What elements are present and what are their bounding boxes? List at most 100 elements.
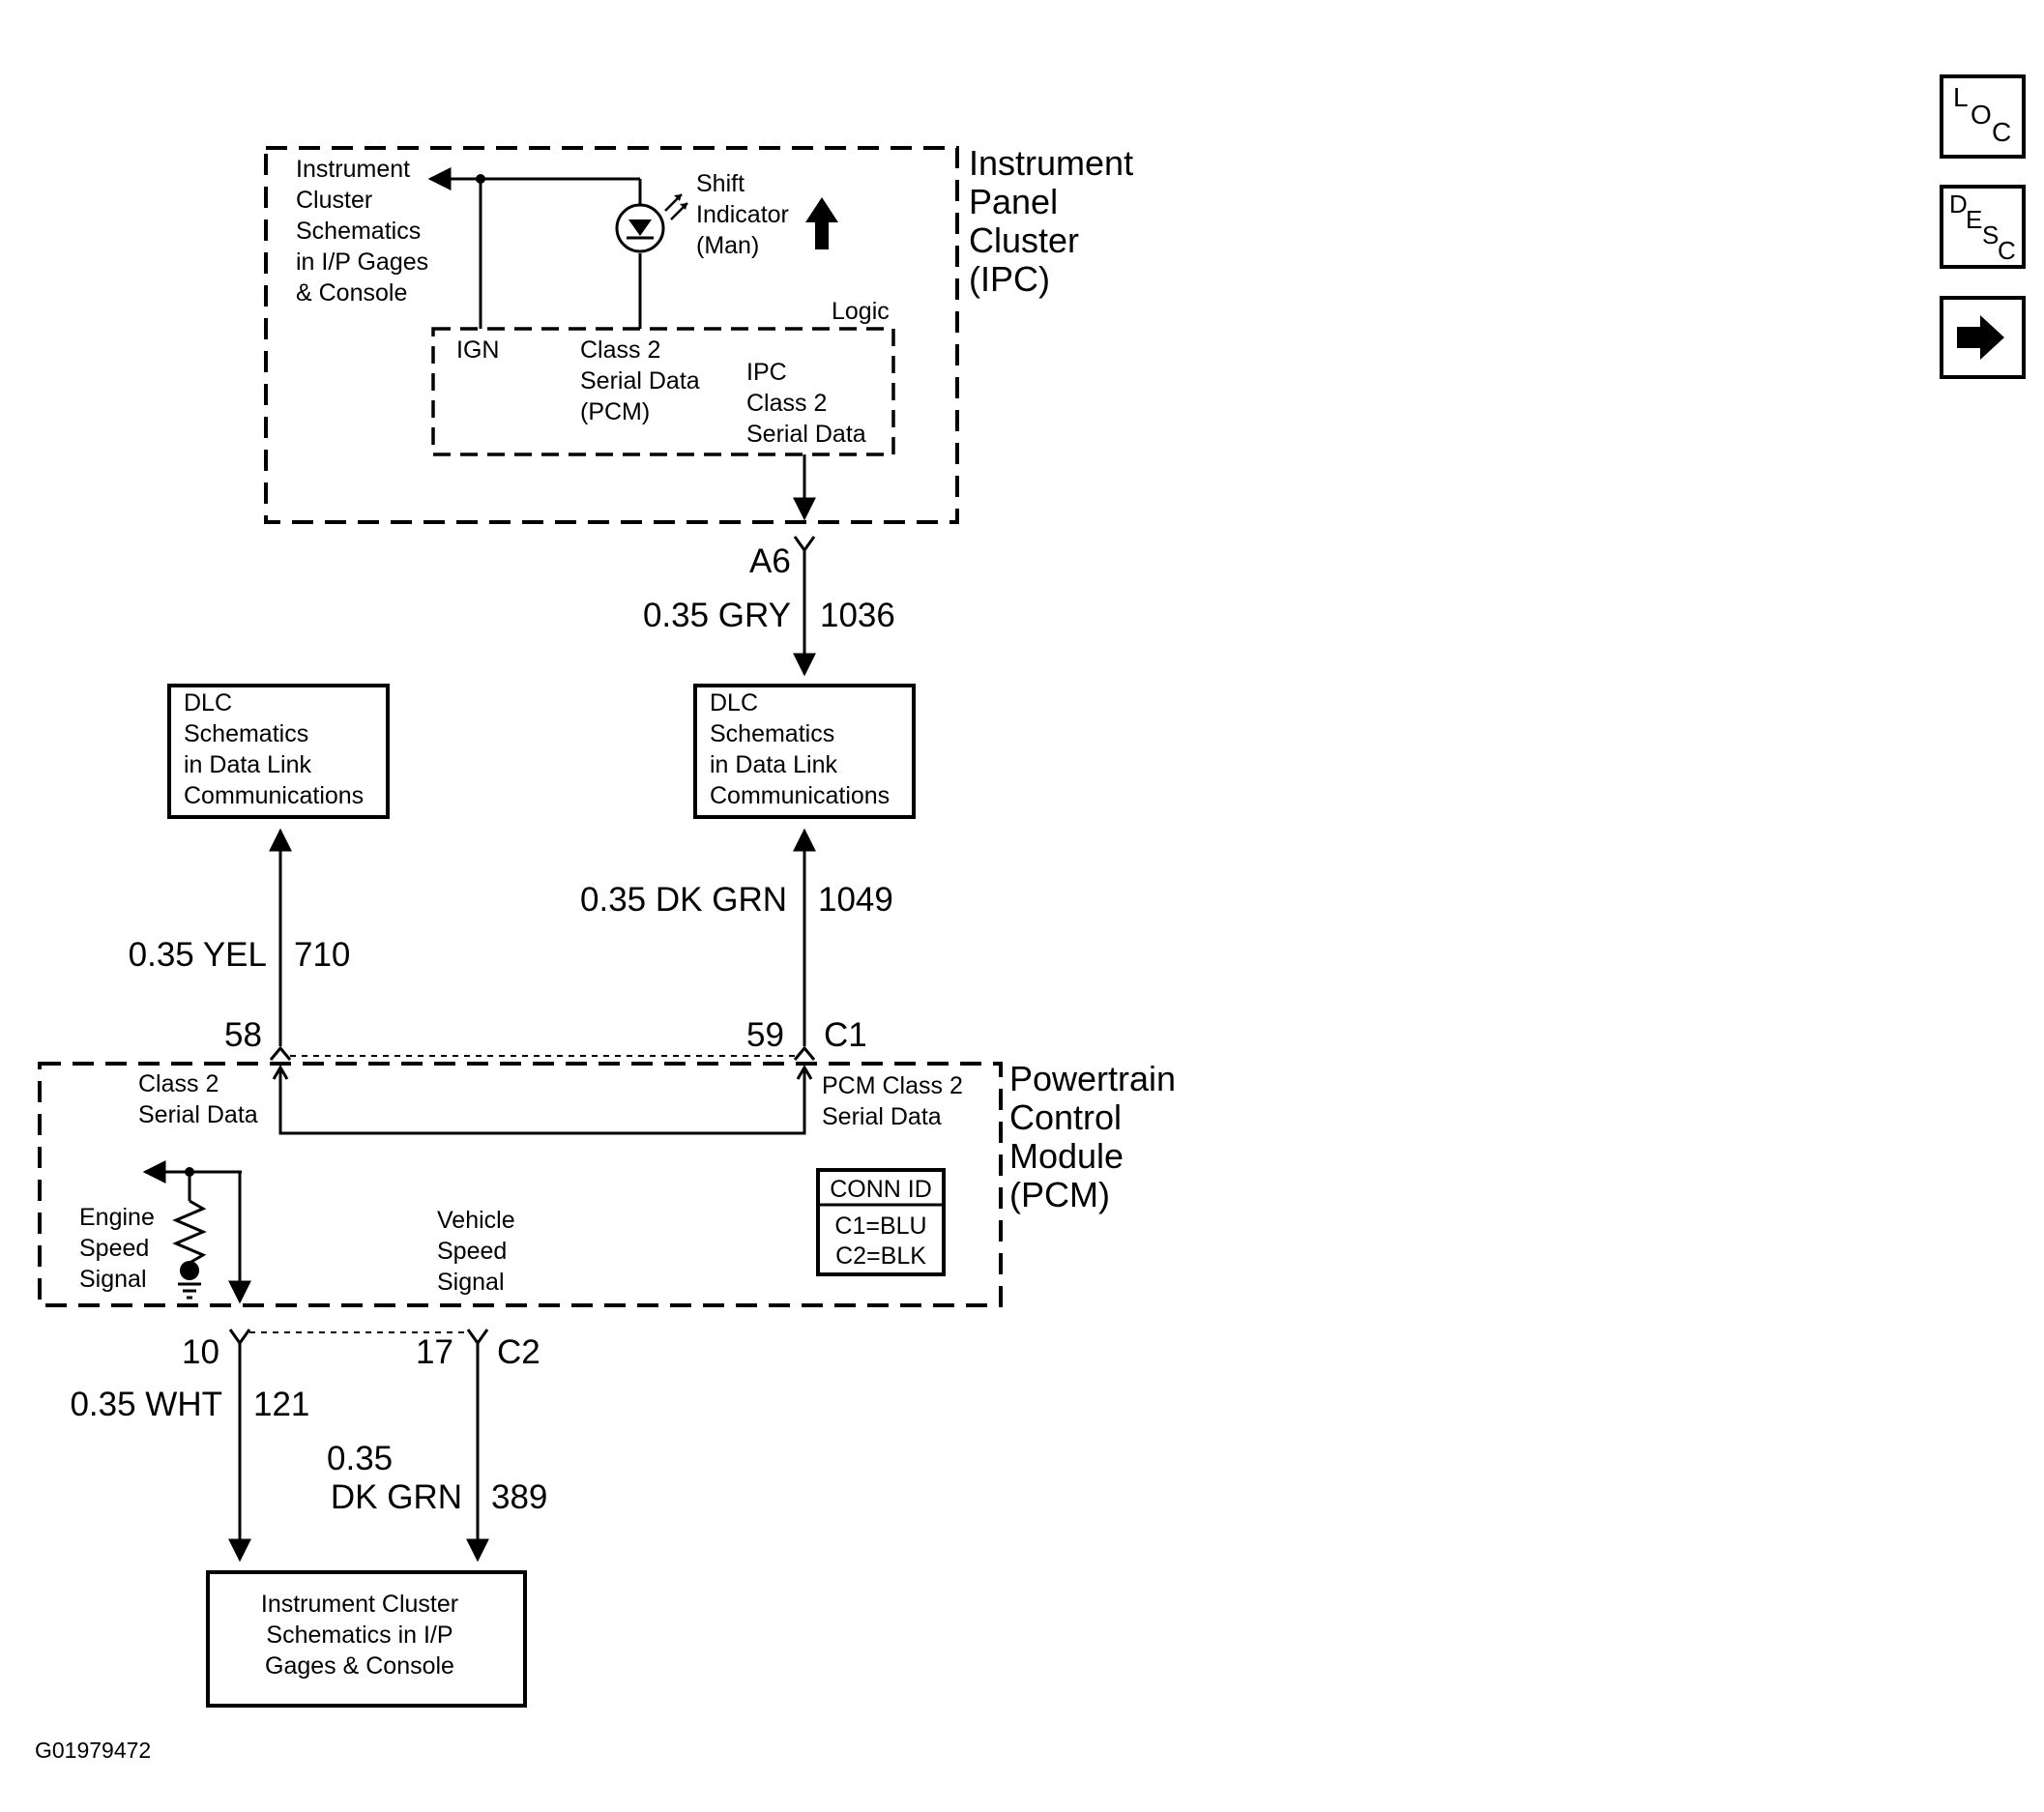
- figure-id: G01979472: [35, 1738, 151, 1763]
- label-line: Engine: [79, 1204, 155, 1231]
- loc-button[interactable]: L O C: [1940, 74, 2026, 159]
- pcm-title-line: (PCM): [1009, 1175, 1110, 1214]
- desc-letter: E: [1966, 205, 1982, 234]
- ipc-class2-label: IPC Class 2 Serial Data: [746, 359, 866, 448]
- pin-58-label: 58: [224, 1016, 262, 1054]
- label-line: DLC: [710, 689, 758, 716]
- connector-c1-pin59-icon: [793, 1045, 816, 1061]
- connector-c2-label: C2: [497, 1333, 540, 1371]
- pin-a6-label: A6: [749, 542, 791, 580]
- dlc-box-right: [693, 684, 916, 819]
- label-line: Indicator: [696, 201, 789, 228]
- label-line: IPC: [746, 359, 787, 386]
- led-icon: [615, 193, 688, 253]
- class2-pcm-label: Class 2 Serial Data (PCM): [580, 336, 700, 425]
- connector-a6-icon: [793, 536, 816, 553]
- conn-id-line: C2=BLK: [835, 1242, 926, 1270]
- label-line: Class 2: [138, 1070, 219, 1097]
- logic-label: Logic: [832, 298, 890, 325]
- ipc-title-line: (IPC): [969, 259, 1050, 299]
- label-line: Instrument Cluster: [261, 1591, 458, 1618]
- wire-389-circuit: 389: [491, 1478, 547, 1516]
- pcm-module-outline: [38, 1062, 1003, 1307]
- desc-letter: C: [1998, 236, 2016, 265]
- label-line: Serial Data: [746, 421, 866, 448]
- pin-59-label: 59: [746, 1016, 784, 1054]
- conn-id-line: C1=BLU: [834, 1213, 926, 1240]
- pcm-class2-label: Class 2 Serial Data: [138, 1070, 258, 1128]
- label-line: Class 2: [746, 390, 827, 417]
- pin-10-label: 10: [182, 1333, 219, 1371]
- wire-389-gauge: 0.35: [327, 1440, 393, 1477]
- label-line: DLC: [184, 689, 232, 716]
- pcm-class2-right-arrow-icon: [796, 1065, 813, 1080]
- wire-1049-circuit: 1049: [818, 881, 893, 919]
- wire-121-circuit: 121: [253, 1386, 309, 1423]
- engine-speed-label: Engine Speed Signal: [79, 1204, 155, 1293]
- label-line: PCM Class 2: [822, 1072, 963, 1099]
- label-line: Schematics: [710, 720, 834, 747]
- label-line: Signal: [79, 1266, 147, 1293]
- instrument-cluster-box-label: Instrument Cluster Schematics in I/P Gag…: [261, 1591, 458, 1680]
- pin-17-label: 17: [416, 1333, 453, 1371]
- desc-letter: D: [1949, 190, 1968, 219]
- desc-button[interactable]: D E S C: [1940, 185, 2026, 269]
- label-line: Gages & Console: [265, 1652, 454, 1680]
- label-line: Signal: [437, 1269, 505, 1296]
- ipc-title-line: Cluster: [969, 220, 1079, 260]
- label-line: (Man): [696, 232, 759, 259]
- pcm-class2-left-arrow-icon: [272, 1065, 289, 1080]
- pcm-title-line: Powertrain: [1009, 1059, 1176, 1098]
- splice-dot: [476, 174, 485, 184]
- label-line: in Data Link: [184, 751, 312, 778]
- connector-c2-pin10-icon: [228, 1329, 251, 1346]
- ipc-title-line: Panel: [969, 182, 1058, 221]
- ipc-title: Instrument Panel Cluster (IPC): [969, 143, 1133, 299]
- loc-letter: O: [1971, 100, 1992, 130]
- label-line: Instrument: [296, 156, 410, 183]
- wire-710-gauge: 0.35 YEL: [129, 936, 267, 974]
- label-line: Class 2: [580, 336, 660, 364]
- wire-1049-gauge: 0.35 DK GRN: [580, 881, 787, 919]
- label-line: Schematics in I/P: [266, 1622, 453, 1649]
- label-line: Schematics: [296, 218, 421, 245]
- label-line: Speed: [437, 1238, 507, 1265]
- conn-id-title: CONN ID: [830, 1176, 932, 1203]
- wire-1036-gauge: 0.35 GRY: [643, 597, 791, 634]
- wire-121-gauge: 0.35 WHT: [70, 1386, 222, 1423]
- label-line: Schematics: [184, 720, 308, 747]
- wire-1036-circuit: 1036: [820, 597, 895, 634]
- ipc-cluster-ref-label: Instrument Cluster Schematics in I/P Gag…: [296, 156, 428, 307]
- next-button[interactable]: [1940, 296, 2026, 379]
- label-line: Communications: [184, 782, 364, 809]
- arrow-right-icon: [1957, 315, 2004, 360]
- pcm-class2-right-label: PCM Class 2 Serial Data: [822, 1072, 963, 1130]
- pcm-title: Powertrain Control Module (PCM): [1009, 1059, 1176, 1214]
- label-line: (PCM): [580, 398, 650, 425]
- label-line: Communications: [710, 782, 890, 809]
- label-line: & Console: [296, 279, 407, 307]
- label-line: Serial Data: [138, 1101, 258, 1128]
- resistor-node: [180, 1261, 199, 1280]
- pcm-title-line: Control: [1009, 1097, 1122, 1137]
- connector-c2-pin17-icon: [466, 1329, 489, 1346]
- shift-indicator-label: Shift Indicator (Man): [696, 170, 789, 259]
- label-line: Speed: [79, 1235, 149, 1262]
- label-line: Serial Data: [822, 1103, 942, 1130]
- ipc-module-outline: [264, 146, 959, 524]
- label-line: in I/P Gages: [296, 248, 428, 276]
- label-line: Cluster: [296, 187, 372, 214]
- vehicle-speed-label: Vehicle Speed Signal: [437, 1207, 515, 1296]
- dlc-box-right-label: DLC Schematics in Data Link Communicatio…: [710, 689, 890, 809]
- dlc-box-left-label: DLC Schematics in Data Link Communicatio…: [184, 689, 364, 809]
- pcm-class2-bus: [278, 1069, 806, 1135]
- loc-letter: C: [1992, 117, 2011, 147]
- label-line: Serial Data: [580, 367, 700, 395]
- label-line: in Data Link: [710, 751, 838, 778]
- label-line: Vehicle: [437, 1207, 515, 1234]
- pcm-title-line: Module: [1009, 1136, 1124, 1176]
- up-arrow-icon: [805, 197, 838, 249]
- ign-label: IGN: [456, 336, 499, 364]
- loc-letter: L: [1953, 82, 1969, 112]
